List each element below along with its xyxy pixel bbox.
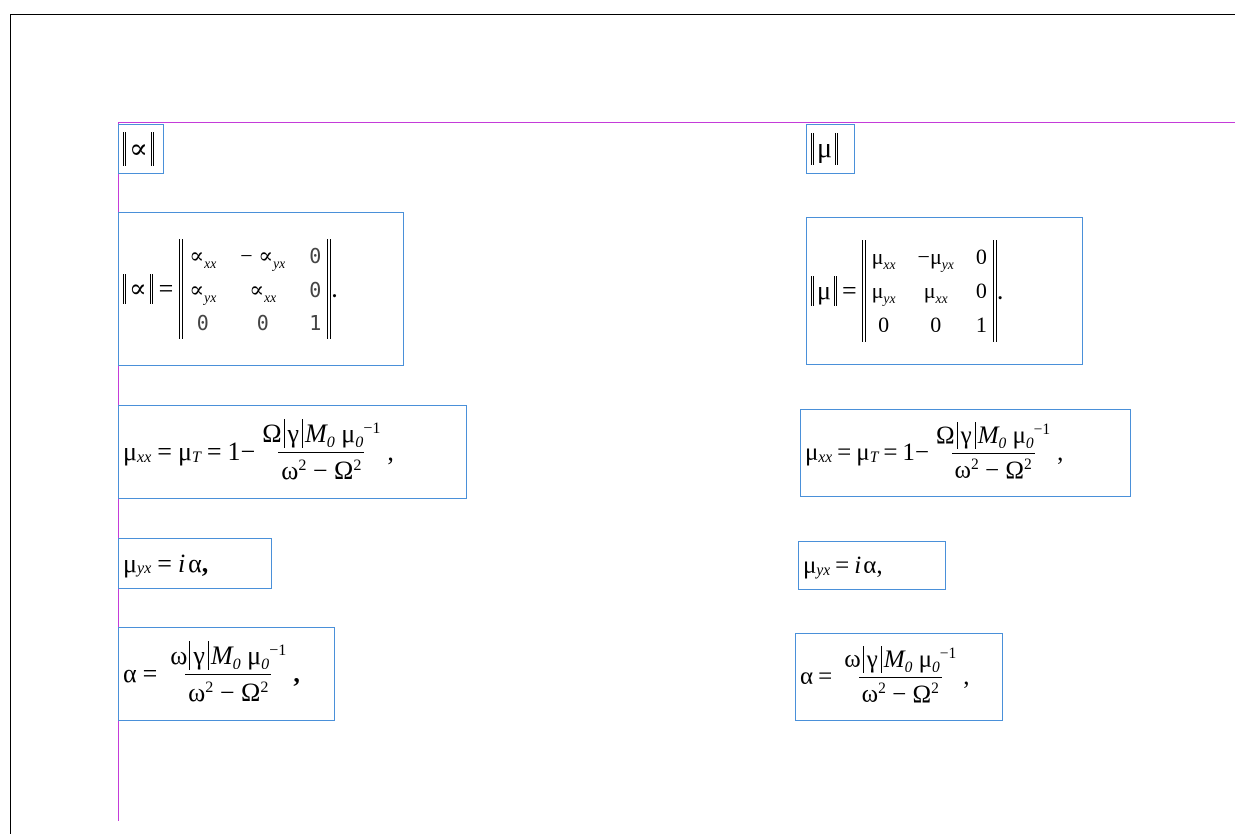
n13: 0 <box>975 244 987 269</box>
n32: 0 <box>930 312 942 337</box>
matrix-mu: μxx −μyx 0 μyx μxx 0 0 0 1 <box>861 240 997 342</box>
matrix-mu-end: . <box>996 276 1004 305</box>
margin-guide-horizontal <box>118 122 1235 123</box>
m32: 0 <box>256 311 269 335</box>
matrix-alpha-eq: = <box>158 274 174 303</box>
m31: 0 <box>196 311 209 335</box>
n33: 1 <box>975 312 987 337</box>
m11: ∝xx <box>189 243 217 271</box>
n31: 0 <box>878 312 890 337</box>
m33: 1 <box>309 311 322 335</box>
page-frame <box>10 14 1235 834</box>
norm-alpha-box[interactable]: ∝ <box>118 124 164 174</box>
m21: ∝yx <box>189 277 217 305</box>
n22: μxx <box>923 278 948 306</box>
matrix-mu-lhs: μ <box>811 276 837 306</box>
n21: μyx <box>871 278 896 306</box>
m22: ∝xx <box>249 277 277 305</box>
m23: 0 <box>309 278 322 302</box>
norm-alpha: ∝ <box>123 132 154 166</box>
matrix-mu-box[interactable]: μ = μxx −μyx 0 μyx μxx 0 0 0 1 . <box>806 217 1083 365</box>
matrix-mu-eq: = <box>841 276 857 305</box>
n11: μxx <box>871 244 896 272</box>
matrix-alpha-lhs: ∝ <box>123 274 153 304</box>
matrix-alpha: ∝xx − ∝yx 0 ∝yx ∝xx 0 0 0 1 <box>179 239 332 339</box>
n23: 0 <box>975 278 987 303</box>
m13: 0 <box>309 244 322 268</box>
matrix-alpha-box[interactable]: ∝ = ∝xx − ∝yx 0 ∝yx ∝xx 0 0 0 1 . <box>118 212 404 366</box>
matrix-alpha-end: . <box>331 274 338 303</box>
n12: −μyx <box>917 244 954 272</box>
norm-mu-box[interactable]: μ <box>806 124 855 174</box>
norm-mu: μ <box>811 133 839 165</box>
m12: − ∝yx <box>240 243 286 271</box>
